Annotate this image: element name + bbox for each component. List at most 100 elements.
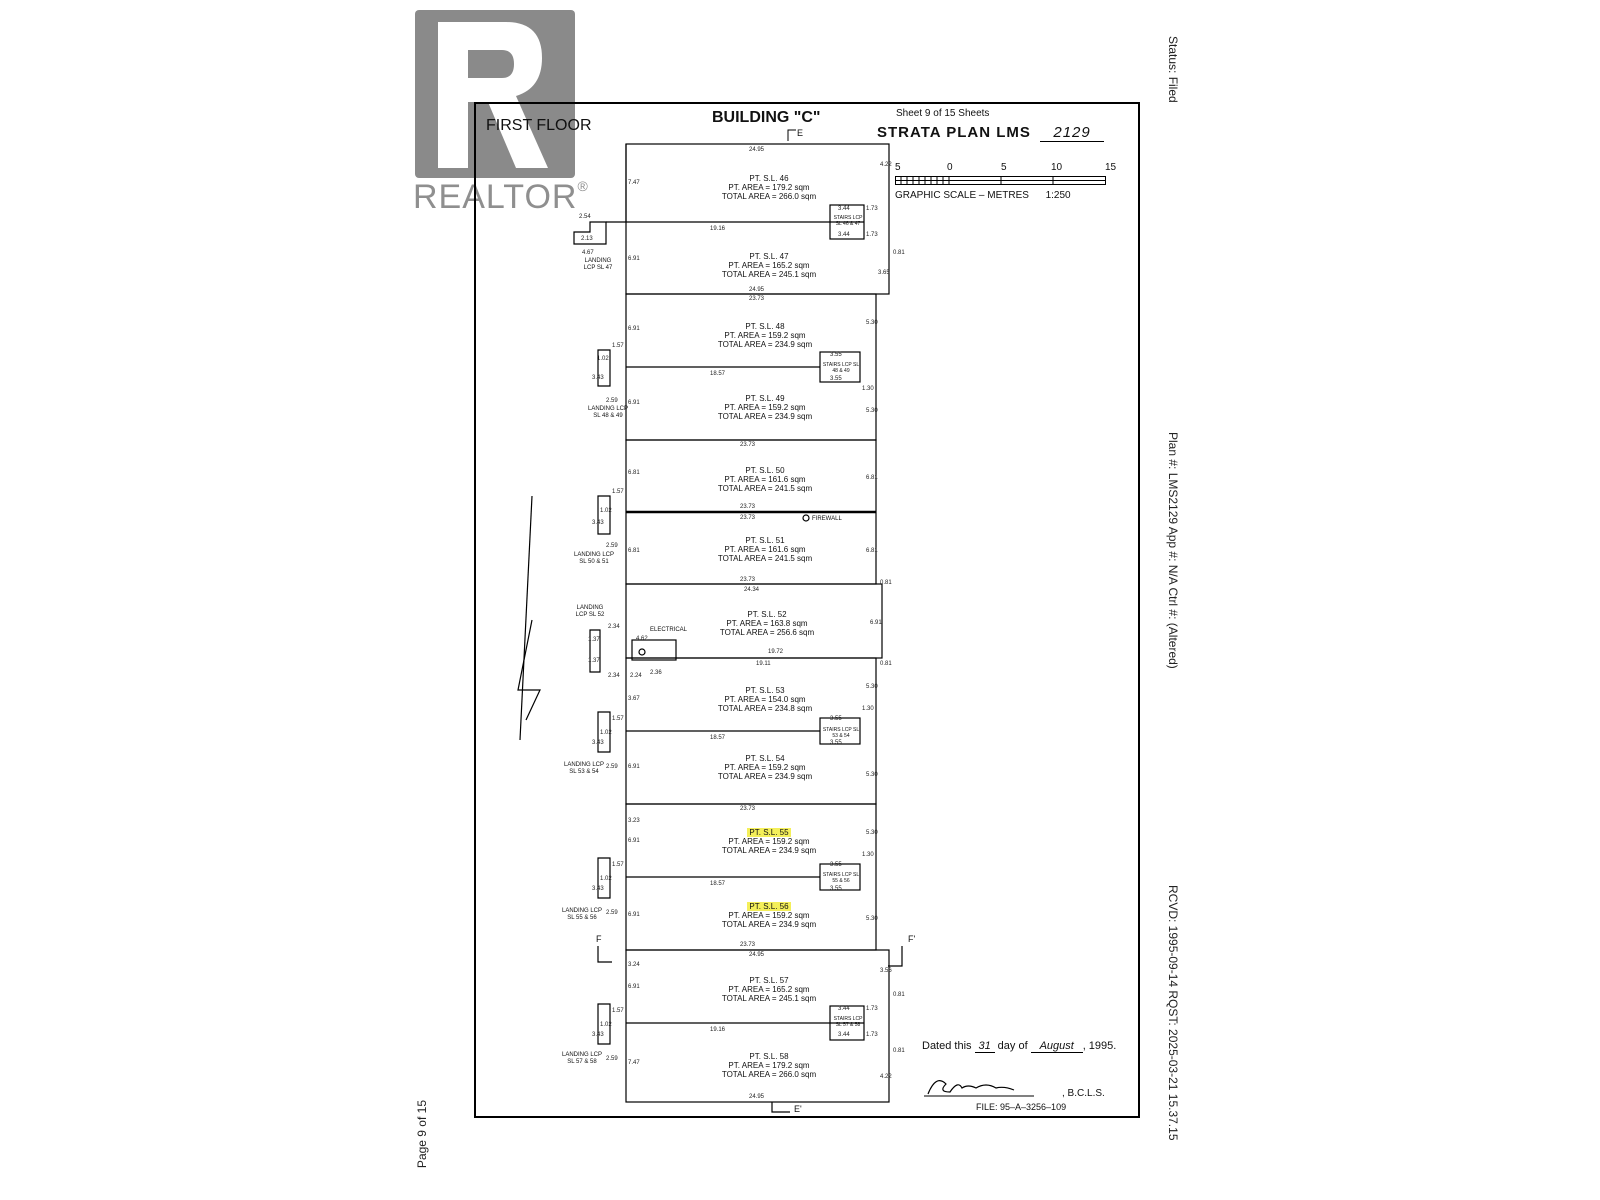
dim-stair-130-b: 1.30: [862, 706, 874, 712]
dim-landing-157-a: 1.57: [612, 343, 624, 349]
dim-bottom-sl56: 23.73: [740, 942, 756, 948]
dim-top-sl48: 23.73: [749, 296, 765, 302]
dated-day: 31: [974, 1040, 995, 1053]
dim-left-sl53: 3.67: [628, 696, 640, 702]
dim-right-sl54: 5.30: [866, 772, 878, 778]
strata-plan-title: STRATA PLAN LMS 2129: [877, 124, 1105, 142]
landing-label-48-49: LANDING LCP SL 48 & 49: [587, 406, 628, 419]
dim-mid-sl50: 23.73: [740, 504, 756, 510]
dim-offset-sl58: 0.81: [893, 1048, 905, 1054]
dim-stair-344-a: 3.44: [838, 206, 850, 212]
dim-stair-355-b: 3.55: [830, 376, 842, 382]
dim-offset-sl57: 0.81: [893, 992, 905, 998]
realtor-r-logo-icon: [438, 22, 548, 168]
dim-left-sl50: 6.81: [628, 470, 640, 476]
dim-left-sl49: 6.91: [628, 400, 640, 406]
dim-right-sl56: 5.30: [866, 916, 878, 922]
dim-left-324: 3.24: [628, 962, 640, 968]
file-number-label: FILE: 95–A–3256–109: [976, 1102, 1067, 1112]
section-marker-e-prime: E': [794, 1104, 802, 1114]
dim-landing-234-b: 2.34: [608, 673, 620, 679]
dim-landing-259-a: 2.59: [606, 398, 618, 404]
building-title: BUILDING "C": [712, 109, 821, 126]
dim-right-sl49: 5.30: [866, 408, 878, 414]
dim-landing-157-b: 1.57: [612, 489, 624, 495]
electrical-label: ELECTRICAL: [650, 627, 688, 633]
dim-left-sl56: 6.91: [628, 912, 640, 918]
dim-left-323: 3.23: [628, 818, 640, 824]
dim-right-sl55: 5.30: [866, 830, 878, 836]
dim-stair-344-d: 3.44: [838, 1032, 850, 1038]
dim-mid-sl57: 19.16: [710, 1027, 726, 1033]
plan-info-label: Plan #: LMS2129 App #: N/A Ctrl #: (Alte…: [1166, 432, 1180, 669]
dim-mid-sl52: 19.72: [768, 649, 784, 655]
dim-top-sl46: 24.95: [749, 147, 765, 153]
dim-landing-343-c: 3.43: [592, 740, 604, 746]
dim-stair-344-c: 3.44: [838, 1006, 850, 1012]
dim-landing-467: 4.67: [582, 250, 594, 256]
dim-stair-344-b: 3.44: [838, 232, 850, 238]
dim-landing-102-c: 1.02: [600, 730, 612, 736]
dim-landing-343-d: 3.43: [592, 886, 604, 892]
dim-landing-343-e: 3.43: [592, 1032, 604, 1038]
dim-stair-355-c: 3.55: [830, 716, 842, 722]
stairs-label-57-58: STAIRS LCP SL 57 & 58: [833, 1016, 863, 1028]
landing-label-55-56: LANDING LCP SL 55 & 56: [561, 908, 602, 921]
dim-bottom-sl52: 19.11: [756, 661, 771, 667]
scale-ticks: 5 0 5 10 15: [895, 162, 1117, 173]
surveyor-signature-icon: [924, 1080, 1034, 1097]
dim-landing-259-b: 2.59: [606, 543, 618, 549]
dim-stair-173-a: 1.73: [866, 206, 878, 212]
stairs-label-55-56: STAIRS LCP SL 55 & 56: [822, 872, 860, 884]
section-marker-f: F: [596, 934, 602, 944]
dim-top-sl55: 23.73: [740, 806, 756, 812]
landing-label-57-58: LANDING LCP SL 57 & 58: [561, 1052, 602, 1065]
dim-top-sl51: 23.73: [740, 515, 756, 521]
dim-stair-173-d: 1.73: [866, 1032, 878, 1038]
dim-left-sl51: 6.81: [628, 548, 640, 554]
status-label: Status: Filed: [1166, 36, 1180, 103]
dim-mid-sl46: 19.16: [710, 226, 726, 232]
dim-electrical-462: 4.62: [636, 636, 648, 642]
dim-stair-355-e: 3.55: [830, 862, 842, 868]
dim-right-sl50: 6.81: [866, 475, 878, 481]
dim-right-sl51: 6.81: [866, 548, 878, 554]
scale-caption: GRAPHIC SCALE – METRES 1:250: [895, 190, 1071, 201]
plan-sheet-frame: [474, 102, 1140, 1118]
stairs-label-48-49: STAIRS LCP SL 48 & 49: [822, 362, 860, 374]
dim-right-sl46: 4.22: [880, 162, 892, 168]
dim-landing-102-d: 1.02: [600, 876, 612, 882]
section-marker-e-top: E: [797, 128, 804, 138]
dim-top-sl52: 24.34: [744, 587, 760, 593]
dim-bottom-sl47: 24.95: [749, 287, 765, 293]
dim-left-sl47: 6.91: [628, 256, 640, 262]
dim-offset-sl53: 0.81: [880, 661, 892, 667]
dim-landing-137-b: 1.37: [588, 658, 600, 664]
stairs-label-53-54: STAIRS LCP SL 53 & 54: [822, 727, 860, 739]
dim-top-sl57: 24.95: [749, 952, 765, 958]
dim-stair-355-a: 3.55: [830, 352, 842, 358]
dim-mid-sl55: 18.57: [710, 881, 726, 887]
floor-title: FIRST FLOOR: [486, 117, 592, 134]
dim-right-sl47: 3.65: [878, 270, 890, 276]
dim-offset-sl47: 0.81: [893, 250, 905, 256]
dated-line: Dated this 31 day of August, 1995.: [922, 1040, 1117, 1053]
dim-landing-224: 2.24: [630, 673, 642, 679]
dim-stair-355-d: 3.55: [830, 740, 842, 746]
dim-landing-343-b: 3.43: [592, 520, 604, 526]
dim-mid-sl48: 18.57: [710, 371, 726, 377]
dim-landing-254: 2.54: [579, 214, 591, 220]
plan-number-handwritten: 2129: [1040, 124, 1105, 142]
